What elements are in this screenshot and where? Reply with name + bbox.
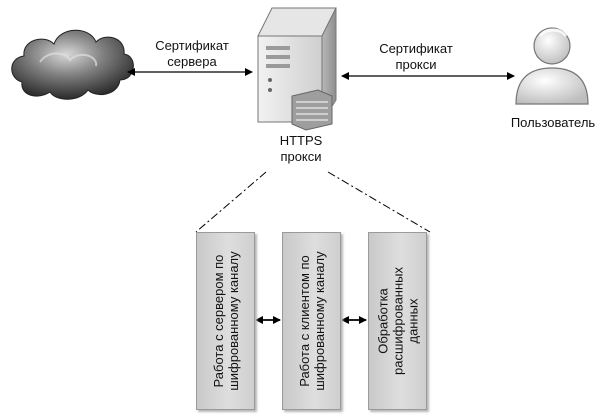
user-label: Пользователь (510, 115, 596, 130)
box-client-channel-text: Работа с клиентом по шифрованному каналу (296, 251, 327, 391)
zoom-line-left (195, 171, 267, 233)
box-server-channel: Работа с сервером по шифрованному каналу (196, 232, 255, 410)
cert-server-label: Сертификат сервера (155, 38, 229, 69)
box-client-channel: Работа с клиентом по шифрованному каналу (282, 232, 341, 410)
server-icon (257, 7, 337, 131)
box-decrypted-processing: Обработка расшифрованных данных (368, 232, 427, 410)
box-server-channel-text: Работа с сервером по шифрованному каналу (210, 251, 241, 391)
cloud-icon (11, 29, 134, 100)
proxy-label: HTTPS прокси (279, 133, 323, 164)
box-decrypted-processing-text: Обработка расшифрованных данных (375, 267, 420, 375)
cert-proxy-label: Сертификат прокси (379, 41, 453, 72)
zoom-line-right (327, 171, 431, 233)
user-icon (515, 27, 589, 105)
